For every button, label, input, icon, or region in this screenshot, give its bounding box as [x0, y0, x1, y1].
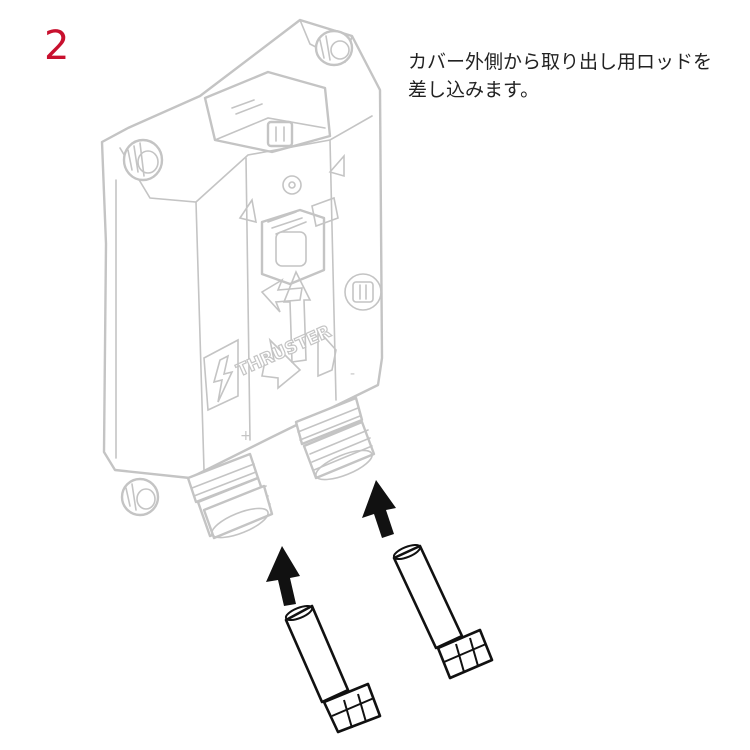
instruction-line-1: カバー外側から取り出し用ロッドを — [408, 51, 713, 73]
step-number: 2 — [44, 23, 70, 69]
mounting-knob-top-left — [122, 138, 164, 182]
removal-rod-left — [284, 604, 382, 734]
mounting-knob-top-right — [314, 29, 354, 67]
instruction-text: カバー外側から取り出し用ロッドを 差し込みます。 — [408, 48, 748, 104]
minus-label: - — [350, 366, 355, 382]
side-logo — [344, 273, 382, 311]
plus-label: + — [240, 428, 252, 444]
center-connector — [260, 196, 339, 286]
thruster-device-illustration: THRUSTER + - — [100, 18, 384, 540]
cable-gland-left — [186, 452, 274, 540]
instruction-line-2: 差し込みます。 — [408, 79, 540, 101]
insert-arrow-right — [362, 480, 396, 538]
voltage-warning-label — [203, 338, 239, 412]
removal-rod-right — [392, 544, 494, 680]
cable-gland-right — [294, 396, 376, 481]
insert-arrow-left — [266, 546, 300, 606]
mounting-knob-bottom-left — [120, 477, 160, 517]
